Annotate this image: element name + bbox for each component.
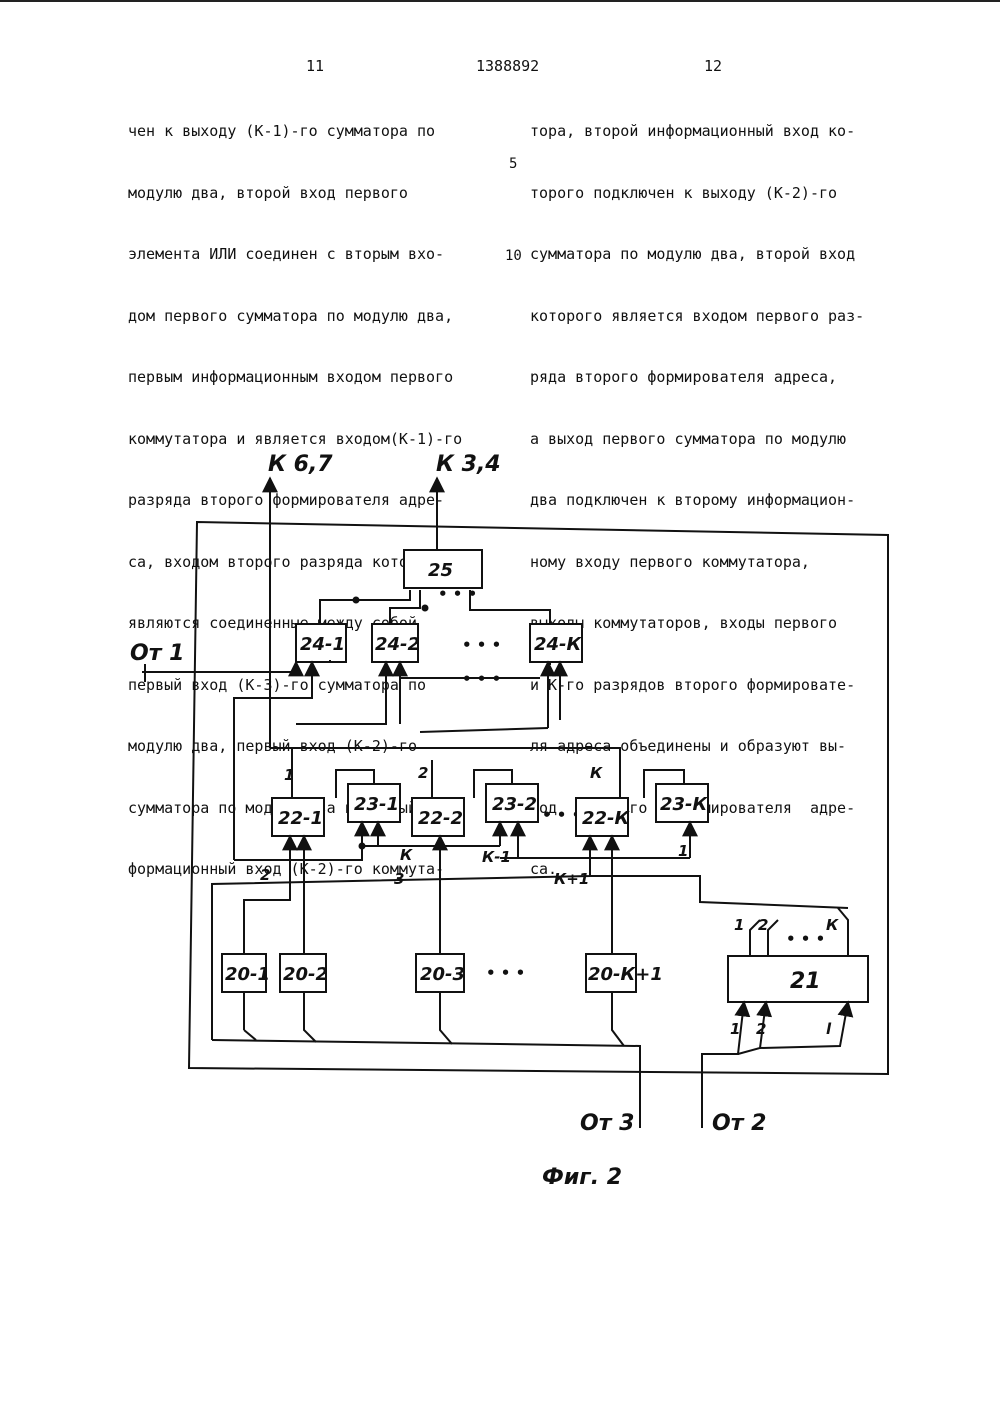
block-21-group: 21 1 2 • • • К 1 2 l От 2 <box>702 908 868 1136</box>
row-20: 20-1 20-2 20-3 • • • 20-К+1 От 3 <box>212 836 663 1136</box>
block-20-3-label: 20-3 <box>420 964 465 985</box>
input-label-2: От 2 <box>712 1111 766 1136</box>
wire-label: 2 <box>756 1020 766 1038</box>
row-22-23: 22-1 23-1 22-2 23-2 • • • 22-К 23-К <box>272 770 709 836</box>
block-23-2-label: 23-2 <box>492 794 537 815</box>
wire-label: К-1 <box>482 848 511 866</box>
wire-label: 2 <box>758 916 768 934</box>
wire-label: 3 <box>394 870 404 888</box>
wire-label: l <box>826 1020 832 1038</box>
block-25-group: 25 • • • <box>320 550 550 665</box>
block-21-label: 21 <box>790 969 821 994</box>
wire-label: 1 <box>678 842 688 860</box>
block-23-k-label: 23-К <box>660 794 709 815</box>
ellipsis: • • • <box>786 930 825 948</box>
junction-dot <box>422 605 429 612</box>
block-20-1-label: 20-1 <box>225 964 270 985</box>
ellipsis: • • • <box>486 964 525 982</box>
ellipsis: • • • <box>438 585 477 603</box>
wire-label: К <box>400 846 413 864</box>
figure-caption: Фиг. 2 <box>542 1165 622 1190</box>
block-24-2-label: 24-2 <box>375 634 420 655</box>
wire-label: 1 <box>734 916 744 934</box>
block-20-2-label: 20-2 <box>283 964 328 985</box>
wire-label: К <box>590 764 603 782</box>
junction-dot <box>359 843 366 850</box>
block-22-2-label: 22-2 <box>418 808 463 829</box>
output-label-k34: К 3,4 <box>436 452 501 477</box>
wire-label: 2 <box>260 866 270 884</box>
block-23-1-label: 23-1 <box>354 794 399 815</box>
block-24-k-label: 24-К <box>534 634 583 655</box>
wire-label: 2 <box>418 764 428 782</box>
block-25-label: 25 <box>428 560 453 581</box>
wire-label: К+1 <box>554 870 589 888</box>
block-22-k-label: 22-К <box>582 808 631 829</box>
bus-lower: 2 3 К К-1 К+1 1 <box>212 822 848 1040</box>
wire-label: 1 <box>730 1020 740 1038</box>
ellipsis: • • • <box>462 636 501 654</box>
input-label-3: От 3 <box>580 1111 634 1136</box>
block-20-k1-label: 20-К+1 <box>588 964 663 985</box>
wire-label: 1 <box>284 766 294 784</box>
junction-dot <box>353 597 360 604</box>
wire-label: К <box>826 916 839 934</box>
bus-22: 1 2 К <box>270 748 620 800</box>
output-label-k67: К 6,7 <box>268 452 333 477</box>
input-label-1: От 1 <box>130 641 184 666</box>
block-22-1-label: 22-1 <box>278 808 323 829</box>
block-24-1-label: 24-1 <box>300 634 345 655</box>
